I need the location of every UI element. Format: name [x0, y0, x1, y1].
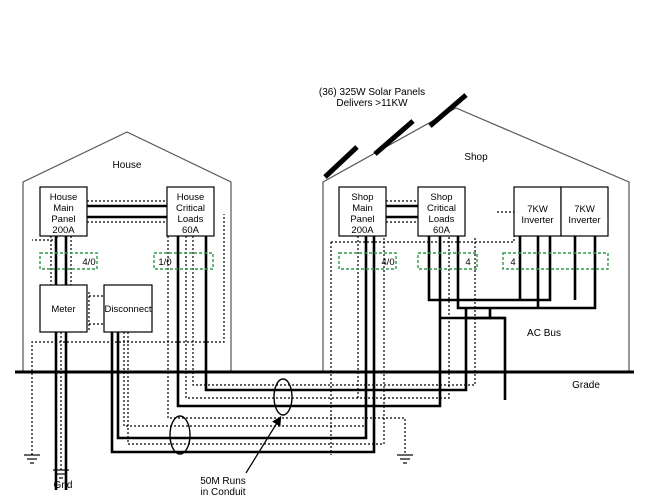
- ground-symbol-house: [24, 454, 40, 464]
- svg-text:1/0: 1/0: [158, 257, 171, 268]
- conduit-ellipse-upper: [273, 378, 293, 416]
- house-label: House: [113, 160, 142, 171]
- house-main-panel: House Main Panel 200A: [39, 186, 88, 237]
- svg-text:Meter: Meter: [51, 304, 75, 315]
- solar-label-line1: (36) 325W Solar Panels: [319, 87, 425, 98]
- shop-label: Shop: [464, 152, 488, 163]
- conduit-label-line1: 50M Runs: [200, 476, 246, 487]
- ground-symbol-meter: [53, 469, 69, 479]
- hot-wires: [54, 204, 597, 490]
- svg-text:Panel: Panel: [51, 214, 75, 225]
- solar-panels: [323, 93, 468, 179]
- conduit-arrow: [245, 415, 282, 474]
- svg-text:4/0: 4/0: [381, 257, 394, 268]
- solar-label-line2: Delivers >11KW: [336, 98, 408, 109]
- inverter-2: 7KW Inverter: [560, 186, 609, 237]
- svg-text:Main: Main: [53, 203, 74, 214]
- shop-critical-loads-panel: Shop Critical Loads 60A: [417, 186, 466, 237]
- grade-label: Grade: [572, 380, 600, 391]
- wire-size-shop-main: 4/0: [338, 252, 397, 270]
- disconnect-box: Disconnect: [103, 284, 153, 333]
- svg-text:House: House: [177, 192, 204, 203]
- svg-text:7KW: 7KW: [527, 204, 548, 215]
- conduit-ellipse-lower: [169, 415, 191, 455]
- svg-text:Main: Main: [352, 203, 373, 214]
- svg-text:Shop: Shop: [430, 192, 452, 203]
- ac-bus-label: AC Bus: [527, 328, 561, 339]
- svg-text:Critical: Critical: [176, 203, 205, 214]
- svg-text:Inverter: Inverter: [521, 215, 553, 226]
- ground-symbol-shop: [397, 454, 413, 464]
- house-critical-loads-panel: House Critical Loads 60A: [166, 186, 215, 237]
- wire-size-inverters: 4: [502, 252, 609, 270]
- meter-box: Meter: [39, 284, 88, 333]
- svg-text:Inverter: Inverter: [568, 215, 600, 226]
- svg-text:7KW: 7KW: [574, 204, 595, 215]
- svg-text:Shop: Shop: [351, 192, 373, 203]
- conduit-label-line2: in Conduit: [200, 487, 245, 498]
- svg-text:60A: 60A: [182, 225, 200, 236]
- grid-label: Grid: [54, 480, 73, 491]
- neutral-ground-wires: [31, 200, 515, 470]
- wire-size-shop-critical: 4: [417, 252, 478, 270]
- svg-text:4: 4: [465, 257, 470, 268]
- svg-text:200A: 200A: [52, 225, 75, 236]
- svg-text:4: 4: [510, 257, 515, 268]
- svg-text:Panel: Panel: [350, 214, 374, 225]
- wire-size-house-main: 4/0: [39, 252, 98, 270]
- svg-text:Loads: Loads: [429, 214, 455, 225]
- wire-size-house-critical: 1/0: [153, 252, 214, 270]
- svg-text:200A: 200A: [351, 225, 374, 236]
- svg-text:Disconnect: Disconnect: [105, 304, 152, 315]
- svg-text:4/0: 4/0: [82, 257, 95, 268]
- svg-text:Loads: Loads: [178, 214, 204, 225]
- shop-outline: [322, 107, 630, 372]
- shop-main-panel: Shop Main Panel 200A: [338, 186, 387, 237]
- svg-text:60A: 60A: [433, 225, 451, 236]
- svg-text:Critical: Critical: [427, 203, 456, 214]
- svg-text:House: House: [50, 192, 77, 203]
- house-outline: [22, 131, 232, 372]
- inverter-1: 7KW Inverter: [513, 186, 562, 237]
